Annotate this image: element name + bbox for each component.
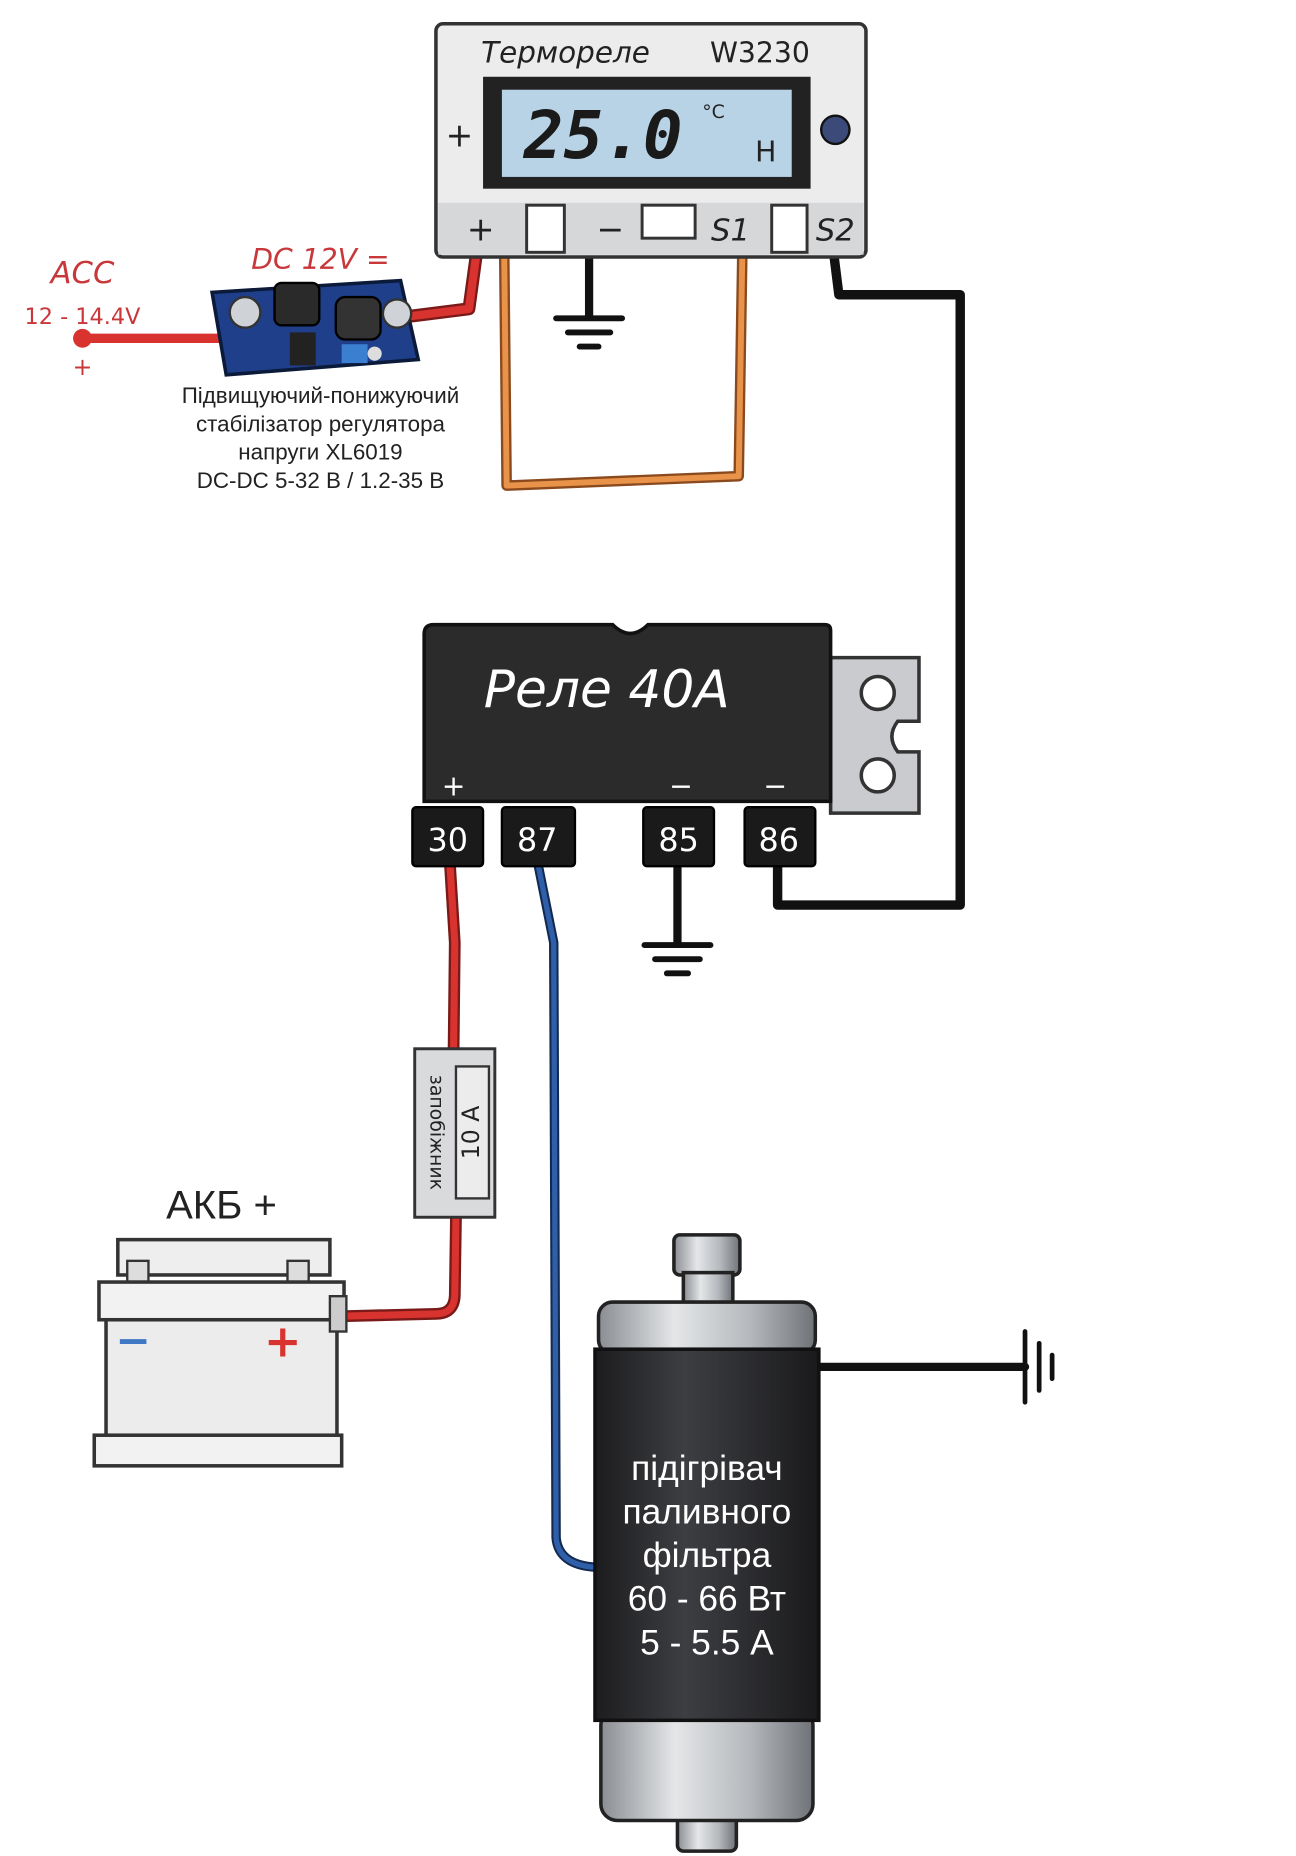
caption-line: напруги XL6019 [238, 440, 402, 465]
thermostat-title: Терморeле [481, 36, 650, 70]
heater-line: паливного [623, 1493, 792, 1532]
acc-sign: + [73, 353, 93, 381]
svg-text:85: 85 [658, 821, 698, 859]
ground-icon [641, 942, 714, 977]
battery: − + [92, 1237, 348, 1468]
battery-wire [335, 1211, 462, 1323]
heater-line: фільтра [643, 1536, 772, 1575]
mode-indicator: H [755, 136, 776, 169]
thermostat-model: W3230 [710, 37, 810, 70]
acc-terminal-dot [73, 328, 92, 348]
fuse-label: запобіжник [425, 1075, 446, 1190]
s2-to-relay-86-wire [772, 252, 965, 910]
ground-icon [1022, 1329, 1055, 1405]
fuse-rating: 10 А [457, 1106, 485, 1160]
relay-terminal-87: 87 [500, 806, 577, 868]
battery-minus-sign: − [115, 1317, 151, 1366]
thermostat-w3230: Терморeле W3230 25.0 °C H + + − S1 S2 [434, 21, 868, 259]
converter-caption: Підвищуючий-понижуючий стабілізатор регу… [182, 383, 460, 493]
terminal-minus: − [596, 210, 624, 249]
wires [77, 250, 1030, 1572]
relay-terminal-30: 30 [411, 806, 485, 868]
relay-sign-minus: − [669, 769, 693, 802]
relay-sign-plus: + [442, 769, 466, 802]
svg-text:87: 87 [517, 821, 557, 859]
svg-text:30: 30 [427, 821, 467, 859]
battery-label: АКБ + [166, 1183, 277, 1227]
relay-mount-bracket [828, 655, 921, 815]
relay-terminal-86: 86 [743, 806, 817, 868]
svg-text:86: 86 [759, 821, 799, 859]
caption-line: Підвищуючий-понижуючий [182, 383, 460, 408]
acc-label: ACC [49, 256, 115, 291]
terminal-plus: + [467, 210, 495, 249]
set-button[interactable] [820, 114, 851, 146]
sensor-loop-wire [498, 251, 748, 491]
relay-sign-minus: − [763, 769, 787, 802]
relay-87-wire [533, 861, 600, 1572]
relay-terminal-85: 85 [642, 806, 716, 868]
caption-line: DC-DC 5-32 В / 1.2-35 В [197, 468, 444, 493]
thermostat-side-sign: + [446, 115, 474, 154]
relay-40a: Реле 40А + − − 30 87 85 86 [411, 622, 921, 868]
dc-12v-label: DC 12V = [251, 243, 389, 276]
acc-voltage-label: 12 - 14.4V [25, 304, 142, 330]
lcd-screen [501, 89, 792, 177]
terminal-s2: S2 [816, 214, 855, 249]
ground-icon [553, 315, 626, 350]
heater-power: 60 - 66 Вт [628, 1580, 786, 1619]
fuse-10a: запобіжник 10 А [413, 1047, 497, 1219]
relay-label: Реле 40А [484, 660, 730, 720]
heater-current: 5 - 5.5 А [640, 1623, 774, 1662]
battery-plus-sign: + [264, 1314, 302, 1367]
dc-dc-converter-module [209, 278, 421, 377]
terminal-s1: S1 [711, 214, 750, 249]
temperature-readout: 25.0 [523, 97, 683, 174]
caption-line: стабілізатор регулятора [196, 411, 446, 436]
fuel-filter-heater: підігрівач паливного фільтра 60 - 66 Вт … [593, 1233, 821, 1853]
temperature-unit: °C [702, 102, 725, 123]
heater-line: підігрівач [631, 1449, 782, 1488]
